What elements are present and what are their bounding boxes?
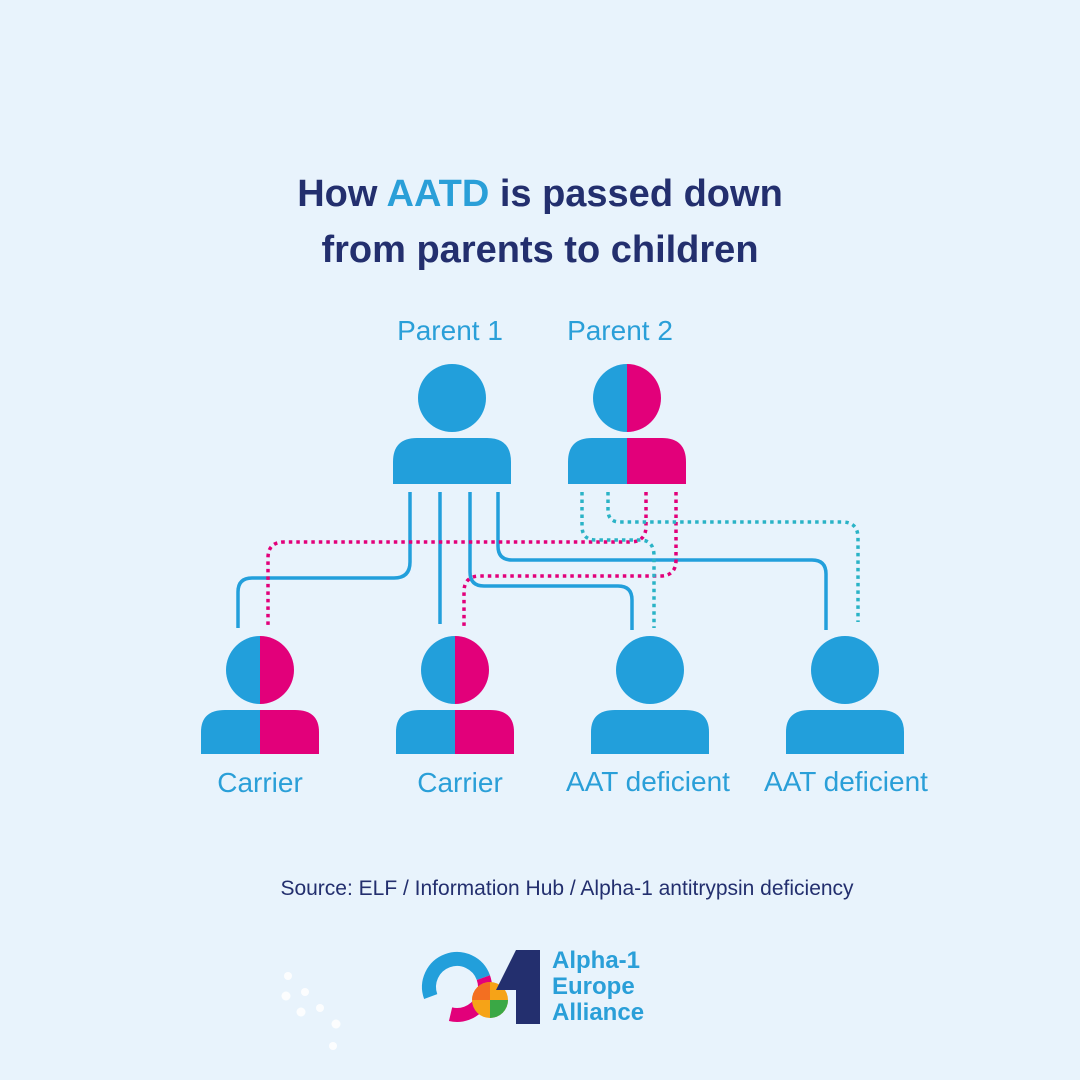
child-1-icon — [201, 636, 319, 754]
connector-p2-child3 — [580, 492, 656, 628]
parent-2-magenta-connectors — [266, 492, 678, 628]
connector-p2-child4 — [606, 492, 860, 622]
parent-1-icon — [393, 364, 511, 484]
logo-line-3: Alliance — [552, 999, 645, 1026]
logo-line-2: Europe — [552, 973, 635, 1000]
child-4-icon — [786, 636, 904, 754]
connector-p1-child4 — [496, 492, 828, 630]
connector-p2-child1 — [266, 492, 648, 628]
parent-1-label: Parent 1 — [397, 315, 503, 346]
connector-p1-child1 — [236, 492, 412, 628]
page-title: How AATD is passed down from parents to … — [0, 166, 1080, 278]
child-3-label: AAT deficient — [566, 766, 730, 797]
parent-2-teal-connectors — [580, 492, 860, 628]
alliance-logo-mark — [422, 950, 540, 1024]
child-2-icon — [396, 636, 514, 754]
child-4-label: AAT deficient — [764, 766, 928, 797]
title-accent: AATD — [386, 173, 490, 215]
logo-line-1: Alpha-1 — [552, 947, 641, 974]
child-1-label: Carrier — [217, 767, 303, 798]
title-line-2: from parents to children — [321, 229, 759, 271]
title-line-1: How AATD is passed down — [297, 173, 783, 215]
child-2-label: Carrier — [417, 767, 503, 798]
child-3-icon — [591, 636, 709, 754]
alliance-logo-text: Alpha-1 Europe Alliance — [552, 948, 644, 1026]
parent-2-label: Parent 2 — [567, 315, 673, 346]
source-citation: Source: ELF / Information Hub / Alpha-1 … — [280, 877, 854, 900]
parent-1-connectors — [236, 492, 828, 630]
decorative-dots — [281, 972, 341, 1050]
connector-p2-child2 — [462, 492, 678, 628]
connector-p1-child3 — [468, 492, 634, 630]
parent-2-icon — [568, 364, 686, 484]
